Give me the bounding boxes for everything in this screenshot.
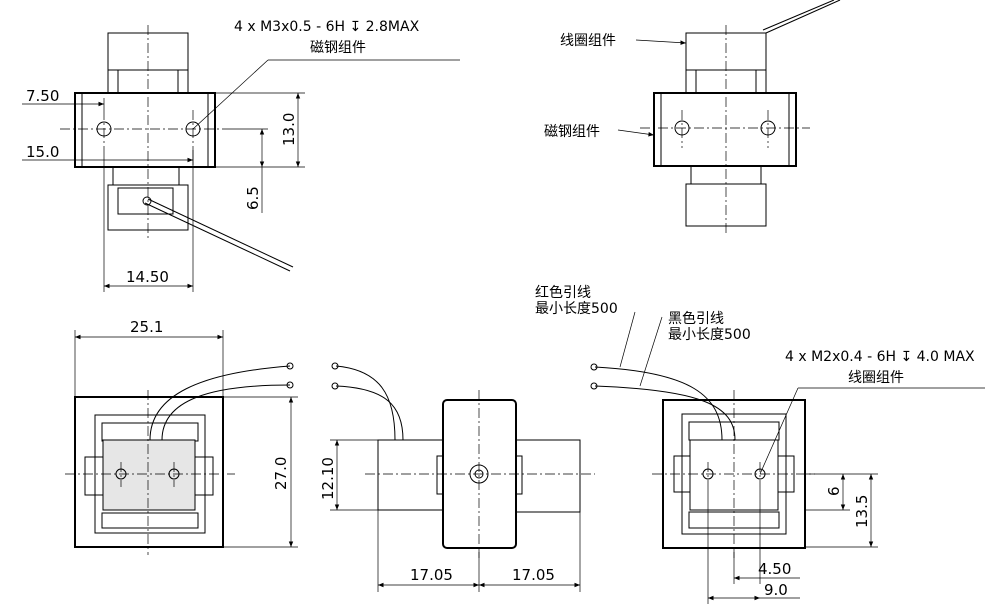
black-lead-length: 最小长度500 — [668, 327, 751, 343]
view-top-right: 线圈组件 磁钢组件 — [544, 0, 841, 235]
dim-25-1: 25.1 — [130, 318, 163, 336]
dim-27-0: 27.0 — [272, 457, 290, 490]
thread-note-m2: 4 x M2x0.4 - 6H ↧ 4.0 MAX — [785, 349, 975, 365]
coil-assembly-label-2: 线圈组件 — [848, 370, 904, 386]
view-side-middle: 12.10 17.05 17.05 — [319, 362, 595, 592]
dim-14-50: 14.50 — [126, 268, 169, 286]
black-lead-label: 黑色引线 — [668, 310, 724, 327]
dim-13-5: 13.5 — [853, 495, 871, 528]
view-front-right: 红色引线 最小长度500 黑色引线 最小长度500 4 x M2x0.4 - 6… — [535, 284, 985, 604]
dim-12-10: 12.10 — [319, 457, 337, 500]
dim-13-0: 13.0 — [280, 113, 298, 146]
coil-assembly-label: 线圈组件 — [560, 33, 616, 49]
view-front-left: 25.1 27.0 — [65, 318, 298, 555]
dim-17-05-left: 17.05 — [410, 566, 453, 584]
dim-9-0: 9.0 — [764, 581, 788, 599]
dim-4-50: 4.50 — [758, 560, 791, 578]
dim-7-50: 7.50 — [26, 87, 59, 105]
dim-17-05-right: 17.05 — [512, 566, 555, 584]
dim-15-0: 15.0 — [26, 143, 59, 161]
thread-note-m3: 4 x M3x0.5 - 6H ↧ 2.8MAX — [234, 19, 420, 35]
magnet-assembly-label-2: 磁钢组件 — [544, 124, 600, 140]
red-lead-length: 最小长度500 — [535, 301, 618, 317]
dim-6-5: 6.5 — [244, 186, 262, 210]
dim-6: 6 — [825, 486, 843, 496]
view-top-left: 7.50 15.0 13.0 6.5 14.50 4 x M3x0.5 - 6H… — [22, 19, 460, 292]
red-lead-label: 红色引线 — [535, 284, 591, 301]
magnet-assembly-label: 磁钢组件 — [310, 40, 366, 56]
